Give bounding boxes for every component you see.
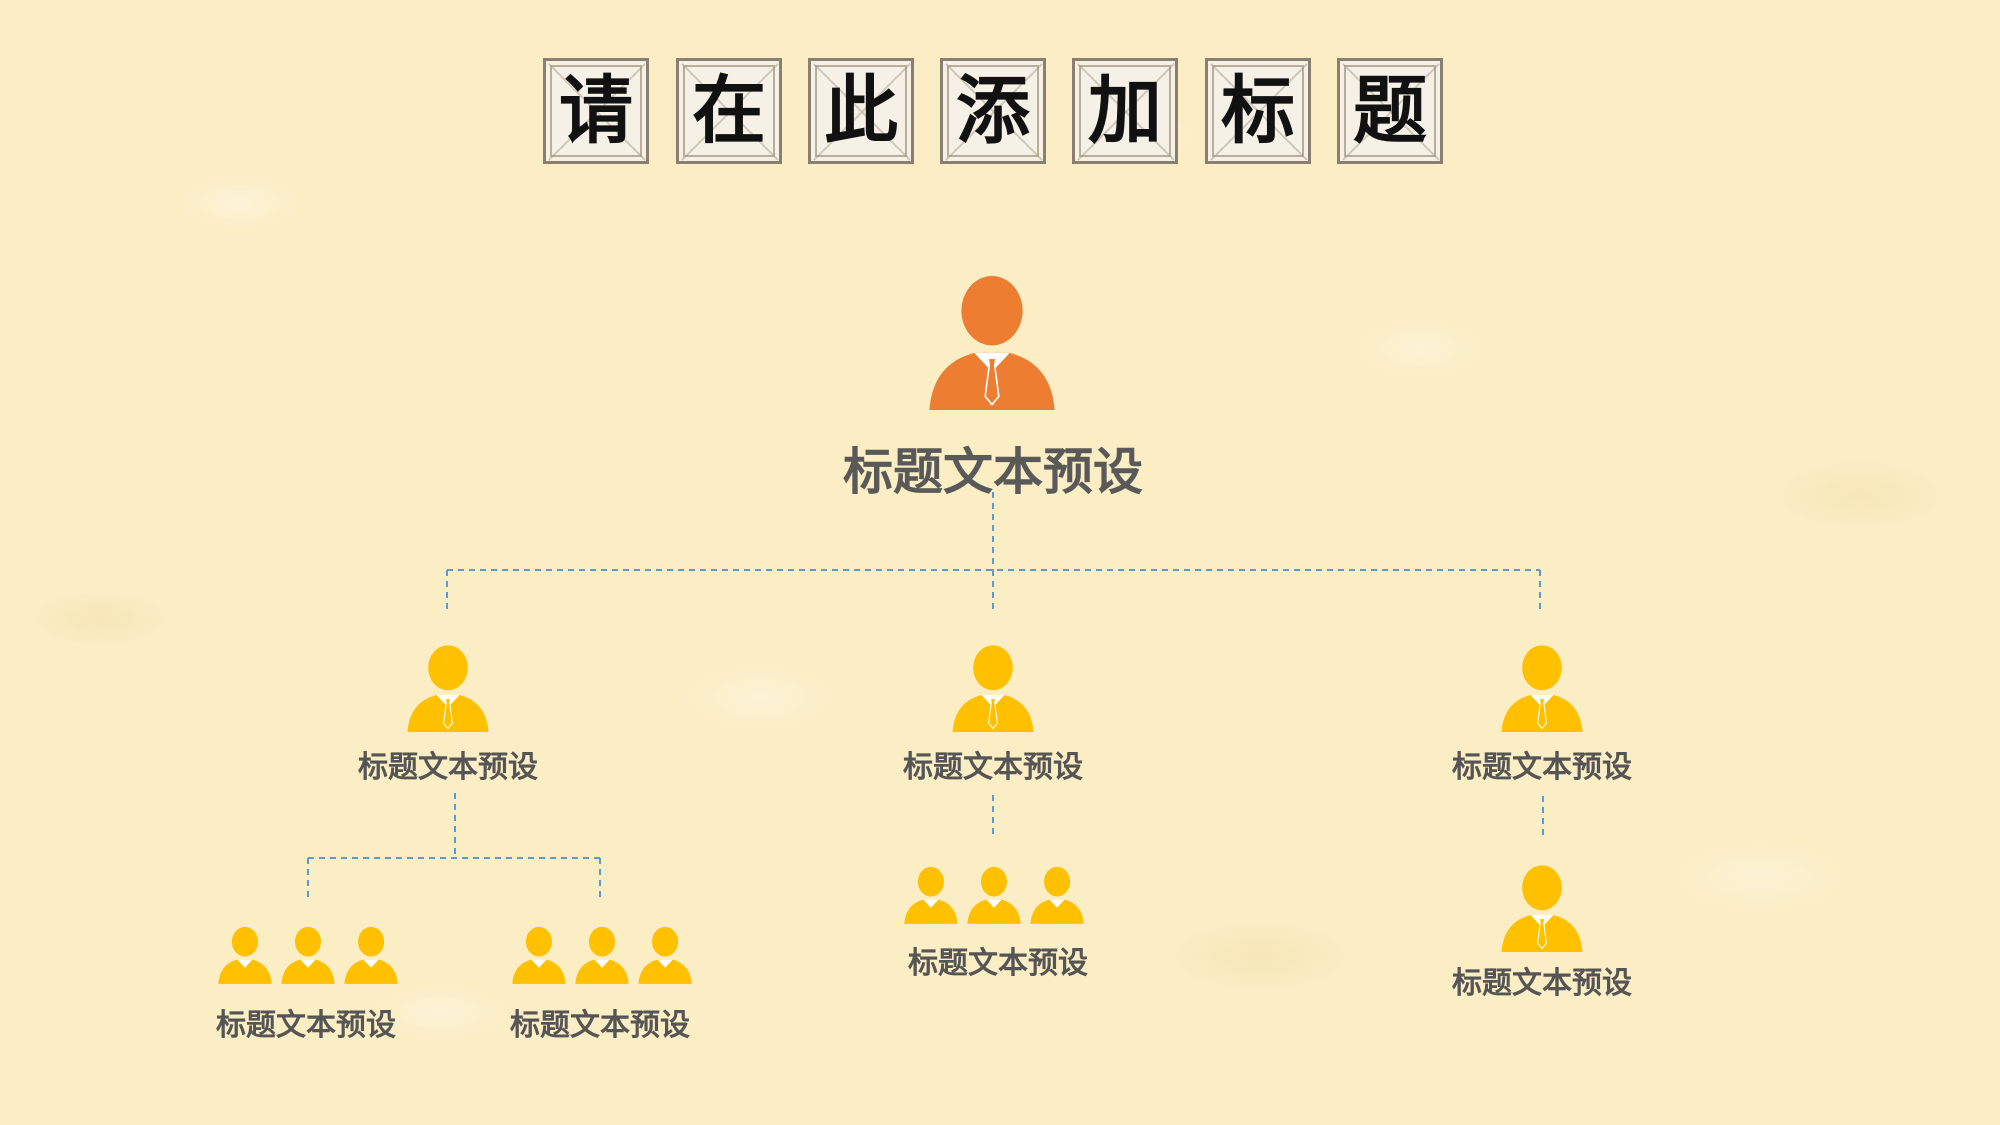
leaf-3-person-icon — [1497, 864, 1587, 952]
leaf-1b-people-group-icon — [510, 926, 694, 984]
branch-3-label: 标题文本预设 — [1452, 750, 1632, 785]
title-char-box: 请 — [543, 58, 649, 164]
page-title: 请 在 此 添 加 标 题 — [0, 58, 2000, 168]
branch-3-person-icon — [1497, 644, 1587, 732]
branch-2-label: 标题文本预设 — [903, 750, 1083, 785]
title-char: 添 — [956, 68, 1030, 154]
root-node-label: 标题文本预设 — [843, 443, 1143, 501]
leaf-1a-people-group-icon — [216, 926, 400, 984]
title-char-box: 此 — [808, 58, 914, 164]
title-char: 加 — [1088, 68, 1162, 154]
title-char: 在 — [692, 68, 766, 154]
title-char-box: 加 — [1072, 58, 1178, 164]
title-char-box: 在 — [676, 58, 782, 164]
branch-1-label: 标题文本预设 — [358, 750, 538, 785]
leaf-2-label: 标题文本预设 — [908, 946, 1088, 981]
leaf-1a-label: 标题文本预设 — [216, 1008, 396, 1043]
title-char: 此 — [824, 68, 898, 154]
leaf-2-people-group-icon — [902, 866, 1086, 924]
title-char-box: 标 — [1205, 58, 1311, 164]
title-char-box: 题 — [1337, 58, 1443, 164]
branch-2-person-icon — [948, 644, 1038, 732]
leaf-3-label: 标题文本预设 — [1452, 966, 1632, 1001]
title-char: 请 — [559, 68, 633, 154]
branch-1-person-icon — [403, 644, 493, 732]
title-char: 题 — [1353, 68, 1427, 154]
title-char: 标 — [1221, 68, 1295, 154]
leaf-1b-label: 标题文本预设 — [510, 1008, 690, 1043]
title-char-box: 添 — [940, 58, 1046, 164]
root-person-icon — [922, 274, 1062, 410]
